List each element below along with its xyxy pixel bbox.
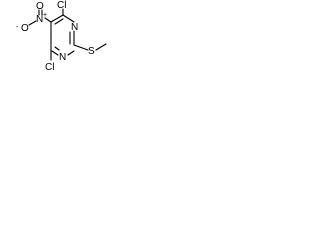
charge-n-nitro: + [43,12,47,19]
bond-c6-n1-inner [54,46,60,51]
bond-c2-s [73,44,89,51]
bond-c5-c4-inner [54,18,64,25]
bond-c5-n-nitro [44,17,52,23]
bond-c5-c4 [50,14,64,23]
charge-o-left: - [16,24,19,31]
atom-cl-bottom: Cl [45,62,54,73]
bond-c2-n1 [67,50,75,56]
bond-c4-n3 [62,14,75,23]
bond-n-nitro-o-left [28,20,37,26]
bond-s-ch3 [95,43,107,51]
atom-o-top: O [36,1,44,12]
bond-n1-c6 [51,50,59,56]
atom-n-ring-bottom: N [59,52,66,63]
atom-n-ring-right: N [71,22,78,33]
atom-s-methylthio: S [88,46,95,57]
structure-canvas: Cl Cl N N S N + O O - [0,0,113,74]
atom-o-left: O [21,23,29,34]
atom-n-nitro: N [36,14,43,25]
atom-cl-top: Cl [57,0,66,11]
chemical-structure-diagram: Cl Cl N N S N + O O - [16,0,107,73]
